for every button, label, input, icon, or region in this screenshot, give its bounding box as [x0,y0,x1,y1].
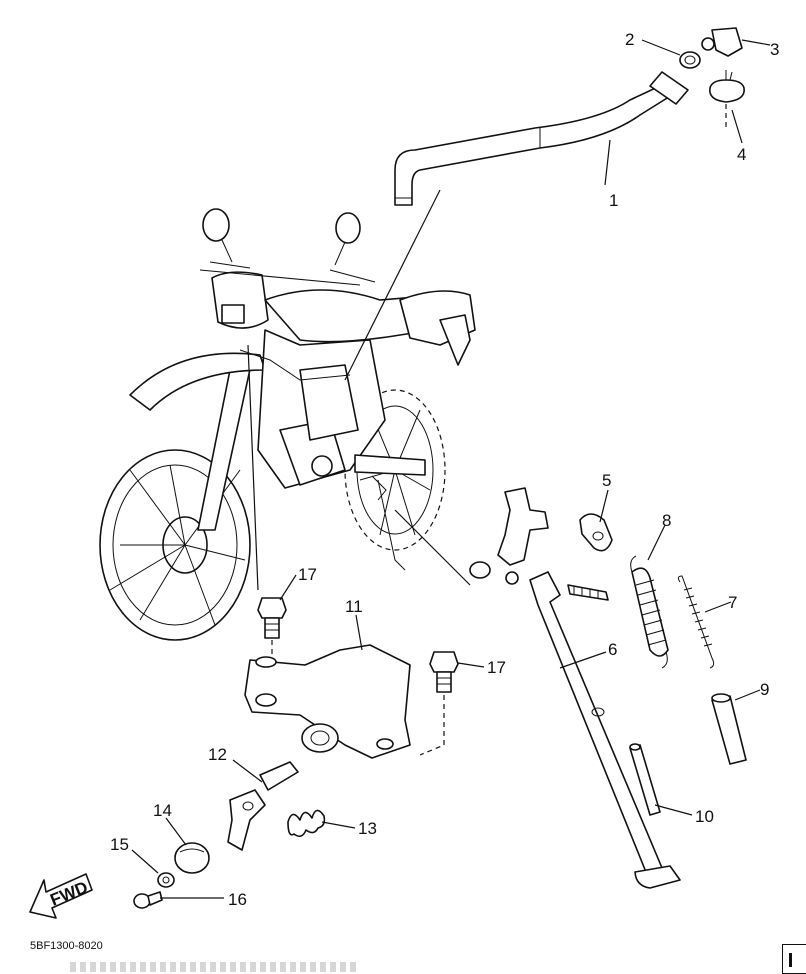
callout-9: 9 [760,680,769,699]
part-5-plate [579,513,613,552]
part-9-pin [711,693,747,765]
callout-1: 1 [609,191,618,210]
callout-17-right: 17 [487,658,506,677]
callout-12: 12 [208,745,227,764]
part-13-spring [287,809,326,838]
callout-10: 10 [695,807,714,826]
part-10-sleeve [629,743,661,816]
callout-7: 7 [728,593,737,612]
callout-14: 14 [153,801,172,820]
callout-3: 3 [770,40,779,59]
leader-line-bracket [247,344,259,591]
part-6-side-stand [529,571,681,889]
callout-11: 11 [345,597,363,616]
part-17-bolt-left [257,597,287,660]
page-marker-icon [782,944,806,974]
callout-5: 5 [602,471,611,490]
drawing-code: 5BF1300-8020 [30,940,103,952]
part-14-cap [174,842,210,874]
part-7-spring [677,575,715,669]
callout-8: 8 [662,511,671,530]
part-12-lever-shaft [227,761,299,851]
fwd-arrow-icon: FWD [29,873,93,919]
part-11-bracket [244,644,411,759]
stand-mount-assembly [469,487,609,601]
callout-leaders [131,39,771,899]
callout-13: 13 [358,819,377,838]
leader-line-hose-route [344,189,441,381]
part-17-bolt-right [419,651,459,756]
callout-16: 16 [228,890,247,909]
part-3-fitting [701,27,743,57]
callout-15: 15 [110,835,129,854]
footer-barcode-strip [70,962,360,972]
part-1-hose [394,71,689,206]
part-2-clamp [679,51,701,69]
callout-17-left: 17 [298,565,317,584]
motorcycle-illustration [99,208,476,641]
callout-6: 6 [608,640,617,659]
fwd-label: FWD [48,878,91,910]
part-16-screw [133,891,163,909]
callout-2: 2 [625,30,634,49]
callout-4: 4 [737,145,746,164]
callout-labels: 1 2 3 4 5 6 7 8 9 10 11 12 13 14 15 16 1… [110,30,779,909]
part-15-washer [157,872,175,888]
leader-line-stand-mount [394,509,471,586]
part-4-clip [709,70,745,130]
part-8-spring [630,555,669,669]
